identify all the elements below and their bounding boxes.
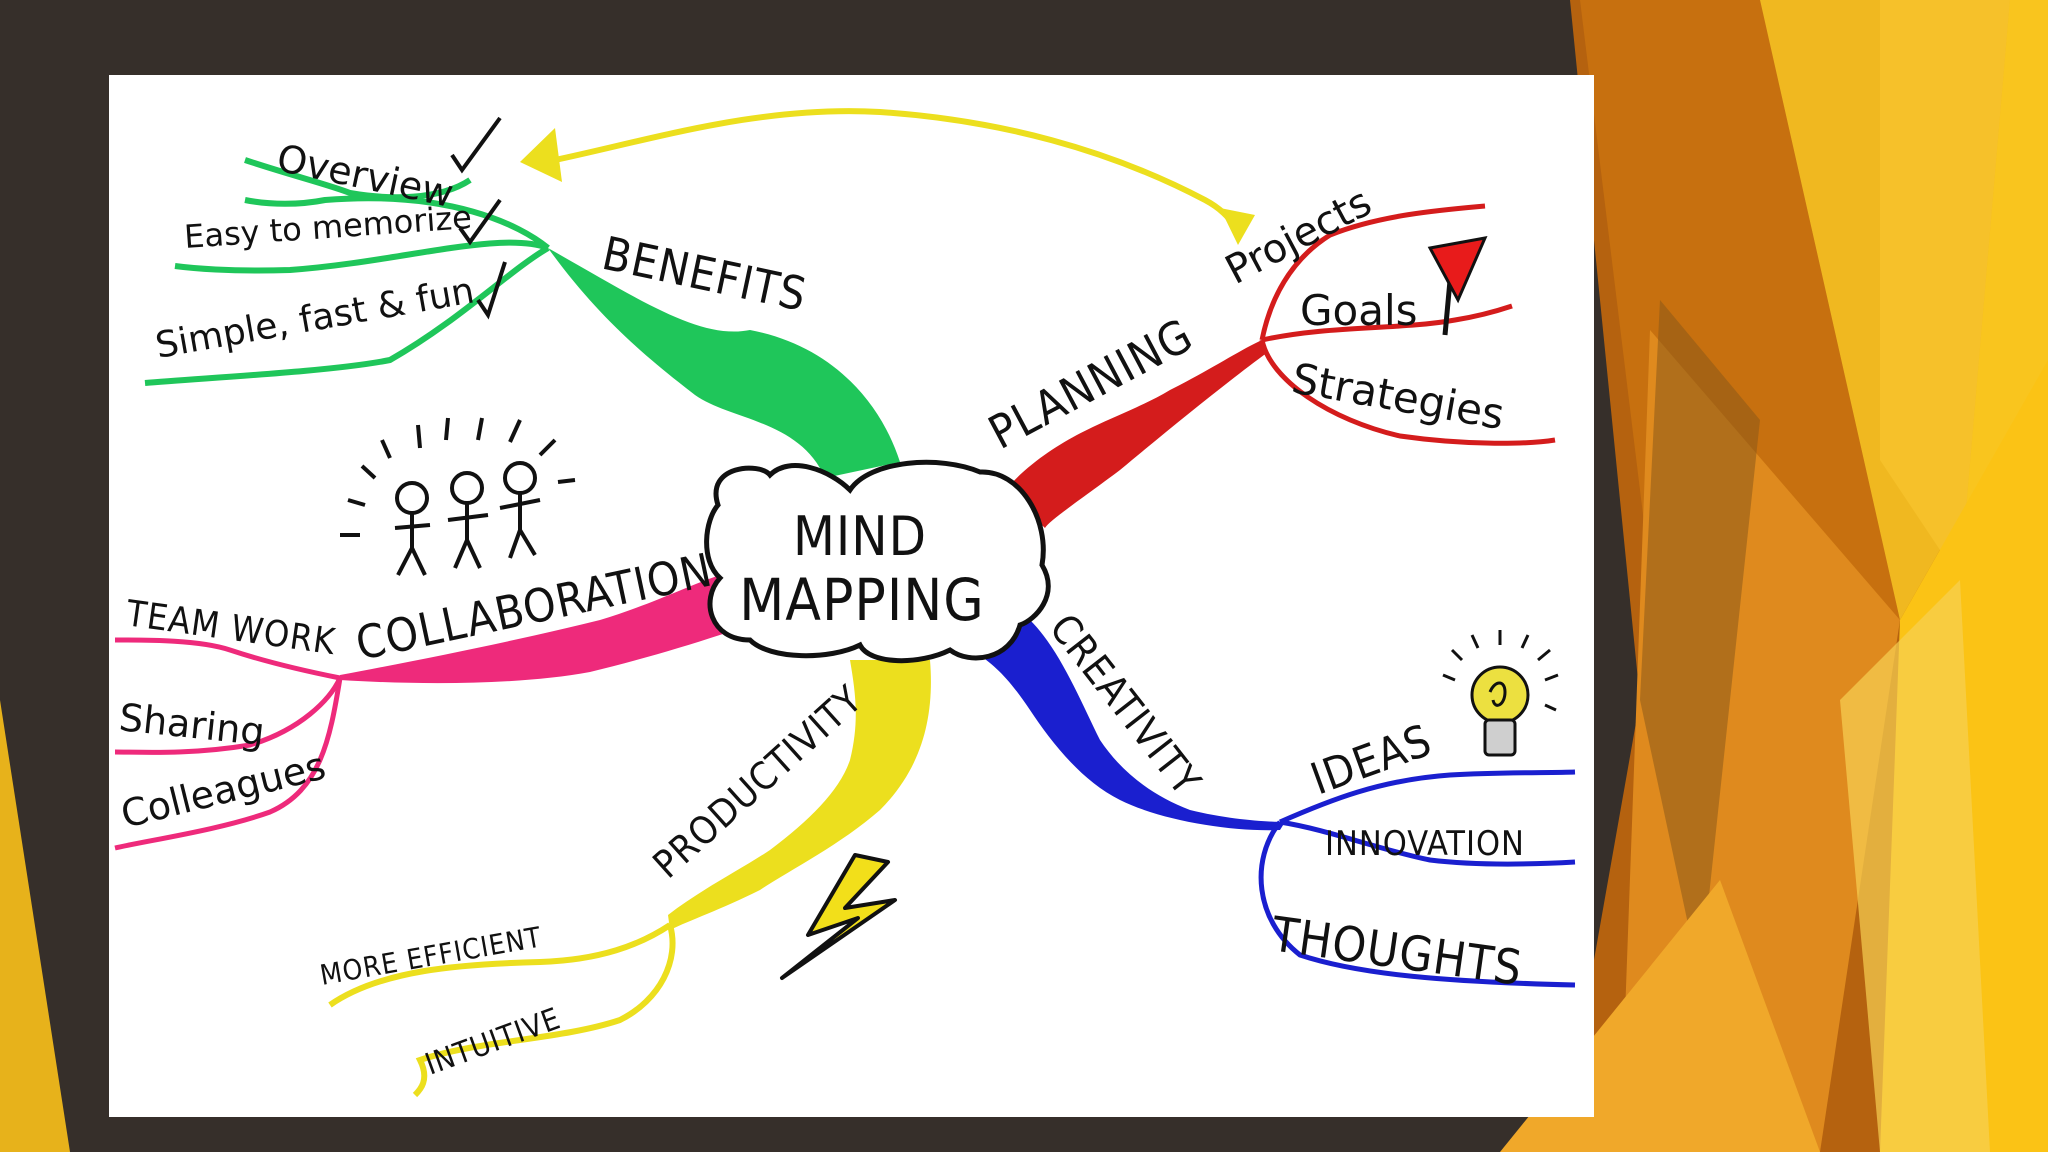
planning-branch	[1005, 203, 1556, 528]
checkmark-icons	[450, 116, 507, 320]
lightning-bolt-icon	[780, 853, 897, 980]
center-node: MIND MAPPING	[704, 459, 1051, 664]
lightbulb-icon	[1442, 630, 1559, 757]
creativity-item-innovation: INNOVATION	[1325, 824, 1525, 864]
planning-item-goals: Goals	[1300, 286, 1418, 335]
center-title-line1: MIND	[793, 505, 927, 568]
benefits-branch	[144, 157, 900, 478]
connector-arrow	[520, 108, 1255, 245]
collaboration-branch	[114, 575, 735, 851]
productivity-branch	[328, 660, 931, 1098]
creativity-branch	[975, 620, 1576, 988]
flag-icon	[1427, 236, 1488, 336]
center-title-line2: MAPPING	[739, 566, 985, 634]
team-people-icon	[340, 417, 576, 576]
